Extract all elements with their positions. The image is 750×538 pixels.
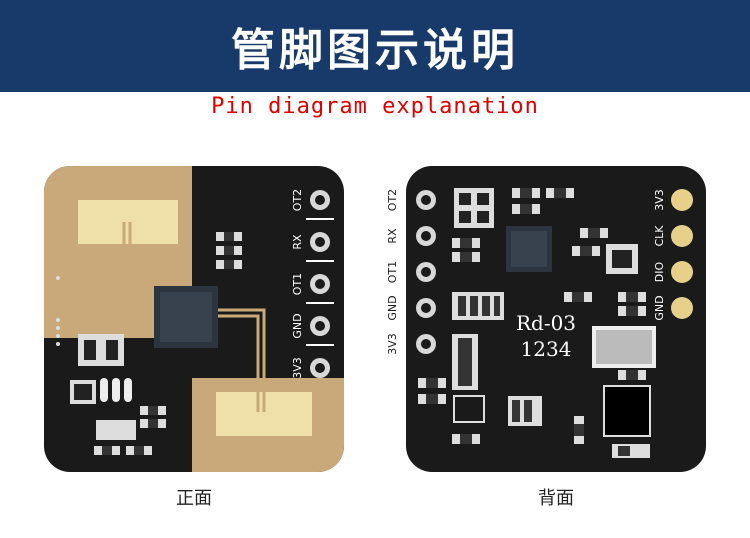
front-trace-3 bbox=[212, 314, 260, 412]
back-chip-model-label: Rd-03 bbox=[516, 311, 576, 335]
back-right-pin-label-1: 3V3 bbox=[653, 189, 666, 211]
back-caption: 背面 bbox=[538, 488, 574, 509]
back-right-pin-label-4: GND bbox=[653, 295, 666, 320]
front-pin-label-2: RX bbox=[291, 234, 304, 250]
page-title: 管脚图示说明 bbox=[231, 25, 519, 76]
back-gold-pads-right bbox=[671, 189, 693, 319]
back-left-pin-label-3: OT1 bbox=[386, 261, 399, 283]
back-smd-components bbox=[418, 188, 656, 458]
back-board-image: 3V3 CLK DIO GND Rd- bbox=[406, 166, 706, 472]
front-antenna-pad-1 bbox=[78, 200, 178, 244]
front-pin-label-5: 3V3 bbox=[291, 357, 304, 379]
page-subtitle: Pin diagram explanation bbox=[211, 94, 539, 119]
front-smd-cluster-1 bbox=[216, 232, 242, 269]
back-left-pin-label-5: 3V3 bbox=[386, 333, 399, 355]
front-smd-cluster-2 bbox=[70, 378, 166, 455]
back-right-pin-label-2: CLK bbox=[653, 225, 666, 247]
front-radar-chip-core bbox=[160, 292, 212, 342]
front-inductor bbox=[78, 334, 124, 366]
front-trace-1 bbox=[122, 222, 162, 308]
front-trace-4 bbox=[212, 308, 266, 412]
back-right-pin-label-3: DIO bbox=[653, 261, 666, 282]
front-pin-label-4: GND bbox=[291, 313, 304, 338]
back-pin-header-left bbox=[416, 190, 436, 354]
header-banner bbox=[0, 0, 750, 92]
front-pin-header bbox=[306, 190, 334, 378]
front-pin-label-3: OT1 bbox=[291, 273, 304, 295]
front-trace-2 bbox=[128, 222, 162, 314]
back-chip-serial-label: 1234 bbox=[521, 337, 572, 361]
front-pin-label-1: OT2 bbox=[291, 189, 304, 211]
back-left-pin-labels: OT2 RX OT1 GND 3V3 bbox=[386, 189, 399, 355]
front-caption: 正面 bbox=[176, 488, 212, 509]
front-board-image: OT2 RX OT1 GND 3V3 bbox=[44, 166, 344, 472]
back-mcu-chip-core bbox=[511, 231, 547, 267]
front-dots bbox=[56, 276, 60, 346]
back-left-pin-label-4: GND bbox=[386, 295, 399, 320]
back-left-pin-label-2: RX bbox=[386, 228, 399, 244]
back-left-pin-label-1: OT2 bbox=[386, 189, 399, 211]
